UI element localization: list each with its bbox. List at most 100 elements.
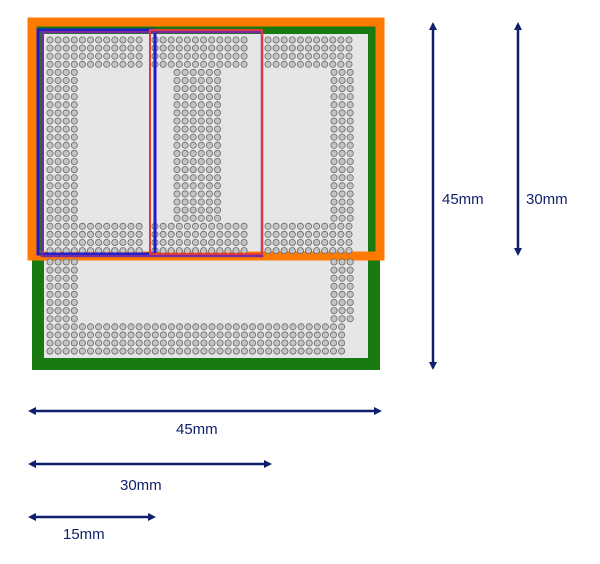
solder-ball: [232, 347, 240, 355]
solder-ball: [224, 222, 232, 230]
solder-ball: [175, 222, 183, 230]
solder-ball: [189, 214, 197, 222]
solder-ball: [321, 247, 329, 255]
solder-ball: [330, 77, 338, 85]
solder-ball: [197, 198, 205, 206]
solder-ball: [127, 44, 135, 52]
solder-ball: [280, 36, 288, 44]
solder-ball: [272, 52, 280, 60]
solder-ball: [197, 166, 205, 174]
solder-ball: [135, 323, 143, 331]
solder-ball: [54, 315, 62, 323]
solder-ball: [346, 68, 354, 76]
solder-ball: [338, 68, 346, 76]
solder-ball: [70, 339, 78, 347]
solder-ball: [240, 222, 248, 230]
solder-ball: [189, 149, 197, 157]
solder-ball: [46, 68, 54, 76]
solder-ball: [213, 182, 221, 190]
solder-ball: [338, 282, 346, 290]
solder-ball: [62, 52, 70, 60]
solder-ball: [304, 52, 312, 60]
solder-ball: [189, 68, 197, 76]
solder-ball: [62, 315, 70, 323]
solder-ball: [70, 258, 78, 266]
solder-ball: [54, 347, 62, 355]
solder-ball: [159, 247, 167, 255]
solder-ball: [280, 44, 288, 52]
solder-ball: [330, 125, 338, 133]
solder-ball: [70, 298, 78, 306]
solder-ball: [173, 68, 181, 76]
label-horizontal-45: 45mm: [176, 421, 218, 438]
solder-ball: [337, 36, 345, 44]
solder-ball: [159, 331, 167, 339]
solder-ball: [216, 238, 224, 246]
solder-ball: [62, 166, 70, 174]
solder-ball: [197, 214, 205, 222]
solder-ball: [175, 44, 183, 52]
solder-ball: [197, 133, 205, 141]
solder-ball: [224, 247, 232, 255]
solder-ball: [143, 347, 151, 355]
solder-ball: [95, 36, 103, 44]
solder-ball: [280, 238, 288, 246]
solder-ball: [103, 60, 111, 68]
solder-ball: [345, 247, 353, 255]
solder-ball: [119, 44, 127, 52]
solder-ball: [338, 339, 346, 347]
solder-ball: [181, 182, 189, 190]
solder-ball: [240, 44, 248, 52]
solder-ball: [70, 198, 78, 206]
solder-ball: [240, 347, 248, 355]
solder-ball: [46, 101, 54, 109]
solder-ball: [205, 77, 213, 85]
solder-ball: [111, 222, 119, 230]
solder-ball: [62, 109, 70, 117]
solder-ball: [216, 60, 224, 68]
solder-ball: [321, 339, 329, 347]
solder-ball: [62, 93, 70, 101]
solder-ball: [62, 290, 70, 298]
solder-ball: [272, 44, 280, 52]
solder-ball: [62, 174, 70, 182]
solder-ball: [200, 230, 208, 238]
solder-ball: [289, 323, 297, 331]
solder-ball: [345, 230, 353, 238]
solder-ball: [321, 331, 329, 339]
solder-ball: [329, 60, 337, 68]
solder-ball: [95, 52, 103, 60]
solder-ball: [205, 109, 213, 117]
solder-ball: [192, 331, 200, 339]
solder-ball: [70, 133, 78, 141]
solder-ball: [78, 331, 86, 339]
solder-ball: [345, 44, 353, 52]
solder-ball: [54, 307, 62, 315]
solder-ball: [189, 141, 197, 149]
solder-ball: [224, 323, 232, 331]
solder-ball: [46, 125, 54, 133]
solder-ball: [200, 323, 208, 331]
solder-ball: [54, 117, 62, 125]
solder-ball: [345, 222, 353, 230]
solder-ball: [224, 331, 232, 339]
solder-ball: [95, 238, 103, 246]
solder-ball: [167, 222, 175, 230]
solder-ball: [304, 238, 312, 246]
solder-ball: [264, 238, 272, 246]
solder-ball: [213, 166, 221, 174]
solder-ball: [264, 60, 272, 68]
solder-ball: [346, 109, 354, 117]
solder-ball: [70, 101, 78, 109]
solder-ball: [346, 266, 354, 274]
solder-ball: [62, 157, 70, 165]
solder-ball: [119, 323, 127, 331]
solder-ball: [159, 230, 167, 238]
solder-ball: [329, 230, 337, 238]
solder-ball: [62, 214, 70, 222]
solder-ball: [135, 44, 143, 52]
solder-ball: [173, 141, 181, 149]
solder-ball: [232, 60, 240, 68]
solder-ball: [167, 339, 175, 347]
solder-ball: [46, 166, 54, 174]
